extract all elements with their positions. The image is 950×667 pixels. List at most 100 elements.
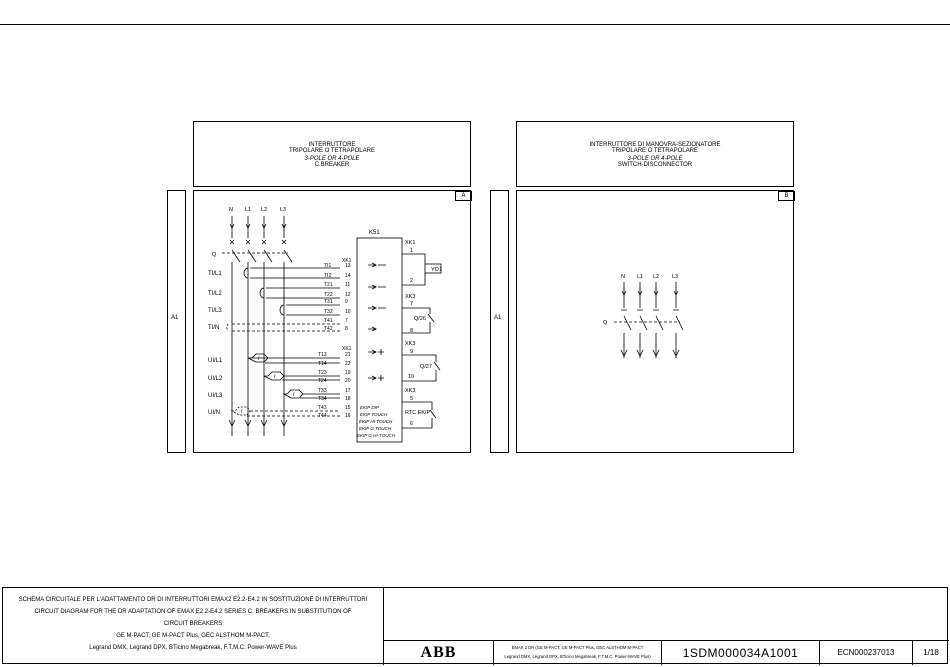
panel-b-title-en-1: 3-POLE OR 4-POLE <box>627 156 683 162</box>
xk1-out-label: XK1 <box>405 240 415 246</box>
panel-b-title-it-1: INTERRUTTORE DI MANOVRA-SEZIONATORE <box>589 142 721 148</box>
num-20: 20 <box>345 378 351 384</box>
xk1-n2: 2 <box>410 278 413 284</box>
q27-label: Q/27 <box>420 364 432 370</box>
num-18: 18 <box>345 396 351 402</box>
label-ti-l2: TI/L2 <box>208 291 222 297</box>
term-t21: T21 <box>324 282 333 288</box>
num-22: 22 <box>345 361 351 367</box>
sheet-number: 1/18 <box>923 648 939 657</box>
panel-b-title-it-2: TRIPOLARE O TETRAPOLARE <box>612 148 698 154</box>
num-17: 17 <box>345 388 351 394</box>
relay-k51-label: K51 <box>369 230 380 236</box>
model-1: EKIP DIP <box>360 405 379 410</box>
xk3-n8: 8 <box>410 328 413 334</box>
b-pole-label-l3: L3 <box>672 274 678 280</box>
top-border-line <box>0 24 950 25</box>
xk3-n7: 7 <box>410 301 413 307</box>
panel-a-tag: A <box>455 191 472 201</box>
num-10: 10 <box>345 309 351 315</box>
panel-a-title-it-1: INTERRUTTORE <box>308 142 356 148</box>
model-4: EKIP G TOUCH <box>359 426 392 431</box>
label-ui-l3: UI/L3 <box>208 393 223 399</box>
term-t22: T22 <box>324 292 333 298</box>
label-ui-l1: UI/L1 <box>208 358 223 364</box>
panel-a-title-it-2: TRIPOLARE O TETRAPOLARE <box>289 148 375 154</box>
title-desc-2: CIRCUIT DIAGRAM FOR THE DR ADAPTATION OF… <box>34 609 352 615</box>
connector-xk1-top: XK1 <box>342 258 352 264</box>
num-15: 15 <box>345 405 351 411</box>
term-t13: T13 <box>318 352 327 358</box>
xk3-a-label: XK3 <box>405 294 415 300</box>
num-16: 16 <box>345 413 351 419</box>
term-t23: T23 <box>318 370 327 376</box>
model-2: EKIP TOUCH <box>360 412 388 417</box>
panel-b-title-en-2: SWITCH-DISCONNECTOR <box>617 162 693 168</box>
voltage-symbol-1: I <box>258 356 260 362</box>
q26-label: Q/26 <box>414 316 426 322</box>
term-ti1: TI1 <box>324 263 331 269</box>
title-models-2: Legrand DMX, Legrand DPX, BTicino Megabr… <box>504 654 651 659</box>
xk3-n10: 10 <box>408 374 414 380</box>
xk3-n5: 5 <box>410 396 413 402</box>
num-19: 19 <box>345 370 351 376</box>
num-11: 11 <box>345 282 350 288</box>
title-desc-4: GE M-PACT, GE M-PACT Plus, GEC ALSTHOM M… <box>116 633 270 639</box>
num-8: 8 <box>345 326 348 332</box>
panel-b-poles: N L1 L2 L3 Q <box>603 274 684 358</box>
num-12: 12 <box>345 292 351 298</box>
num-7: 7 <box>345 318 348 324</box>
breaker-q-label: Q <box>212 252 217 258</box>
rtc-label: RTC EKIP <box>405 410 431 416</box>
pole-label-n: N <box>229 207 233 213</box>
panel-a-title-box: INTERRUTTORE TRIPOLARE O TETRAPOLARE 3-P… <box>193 121 471 187</box>
b-pole-label-n: N <box>621 274 625 280</box>
title-block: SCHEMA CIRCUITALE PER L'ADATTAMENTO DR D… <box>2 587 949 665</box>
pole-label-l1: L1 <box>245 207 251 213</box>
term-t14: T14 <box>318 361 327 367</box>
pole-label-l3: L3 <box>280 207 286 213</box>
xk3-b-label: XK3 <box>405 341 415 347</box>
xk1-n1: 1 <box>410 248 413 254</box>
term-t34: T34 <box>318 396 327 402</box>
panel-b-title-box: INTERRUTTORE DI MANOVRA-SEZIONATORE TRIP… <box>516 121 794 187</box>
panel-a-poles: N L1 L2 L3 Q <box>212 207 293 436</box>
pole-label-l2: L2 <box>261 207 267 213</box>
term-t33: T33 <box>318 388 327 394</box>
panel-a-title-en-2: C.BREAKER <box>314 162 350 168</box>
num-14: 14 <box>345 273 351 279</box>
yo1-label: YO1 <box>431 267 442 273</box>
num-21: 21 <box>345 352 351 358</box>
title-desc-5: Legrand DMX, Legrand DPX, BTicino Megabr… <box>89 645 297 651</box>
yo1-coil <box>424 263 442 274</box>
panel-b-schematic: B <box>516 190 795 453</box>
panel-a-schematic: A <box>193 190 472 453</box>
label-ui-l2: UI/L2 <box>208 376 223 382</box>
b-pole-label-l2: L2 <box>653 274 659 280</box>
title-desc-1: SCHEMA CIRCUITALE PER L'ADATTAMENTO DR D… <box>18 597 368 603</box>
b-breaker-q-label: Q <box>603 320 608 326</box>
panel-a-side-strip: A1 <box>167 190 186 453</box>
term-ti2: TI2 <box>324 273 331 279</box>
panel-b-side-label: A1 <box>494 315 502 321</box>
term-t43: T43 <box>318 405 327 411</box>
xk3-n9: 9 <box>410 349 413 355</box>
label-ti-n: TI/N <box>208 325 219 331</box>
num-9: 9 <box>345 299 348 305</box>
relay-k51-box <box>356 237 403 443</box>
abb-logo: ABB <box>420 644 457 661</box>
xk3-n6: 6 <box>410 421 413 427</box>
panel-b-side-strip: A1 <box>490 190 509 453</box>
term-t31: T31 <box>324 299 333 305</box>
b-pole-label-l1: L1 <box>637 274 643 280</box>
doc-number: 1SDM000034A1001 <box>682 646 799 660</box>
term-t24: T24 <box>318 378 327 384</box>
panel-b-tag: B <box>778 191 795 201</box>
voltage-symbol-2: I <box>274 374 276 380</box>
label-ui-n: UI/N <box>208 410 220 416</box>
label-ti-l3: TI/L3 <box>208 308 222 314</box>
connector-xk1-bottom: XK1 <box>342 346 352 352</box>
xk3-c-label: XK3 <box>405 388 415 394</box>
panel-a-side-label: A1 <box>171 315 179 321</box>
term-t44: T44 <box>318 413 327 419</box>
